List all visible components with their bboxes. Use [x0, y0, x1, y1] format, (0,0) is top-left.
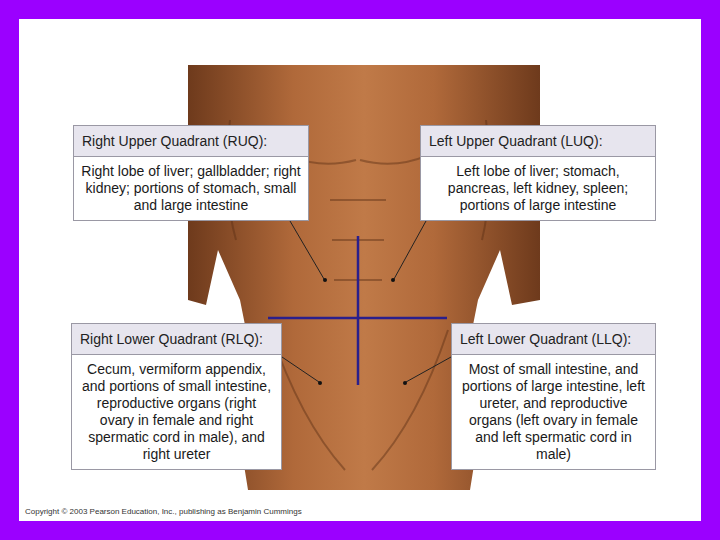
quadrant-box: Right Upper Quadrant (RUQ):Right lobe of…	[73, 125, 309, 221]
leader-dots	[318, 278, 407, 385]
organ-list: Cecum, vermiform appendix, and portions …	[72, 355, 281, 469]
quadrant-heading: Left Upper Quadrant (LUQ):	[421, 126, 655, 157]
organ-list: Most of small intestine, and portions of…	[452, 355, 655, 469]
leader-dot	[391, 278, 395, 282]
quadrant-box: Left Lower Quadrant (LLQ):Most of small …	[451, 323, 656, 470]
organ-list: Left lobe of liver; stomach, pancreas, l…	[421, 157, 655, 220]
midline	[357, 236, 360, 385]
leader-dot	[403, 381, 407, 385]
quadrant-heading: Left Lower Quadrant (LLQ):	[452, 324, 655, 355]
quadrant-box: Right Lower Quadrant (RLQ):Cecum, vermif…	[71, 323, 282, 470]
quadrant-box: Left Upper Quadrant (LUQ):Left lobe of l…	[420, 125, 656, 221]
leader-line	[282, 357, 319, 382]
leader-line	[406, 357, 451, 382]
transverse-line	[268, 317, 447, 320]
leader-line	[290, 221, 324, 279]
organ-list: Right lobe of liver; gallbladder; right …	[74, 157, 308, 220]
copyright-note: Copyright © 2003 Pearson Education, Inc.…	[25, 507, 302, 516]
leader-dot	[323, 278, 327, 282]
leader-lines	[282, 221, 451, 382]
leader-dot	[318, 381, 322, 385]
leader-line	[394, 221, 426, 279]
quadrant-heading: Right Upper Quadrant (RUQ):	[74, 126, 308, 157]
quadrant-heading: Right Lower Quadrant (RLQ):	[72, 324, 281, 355]
